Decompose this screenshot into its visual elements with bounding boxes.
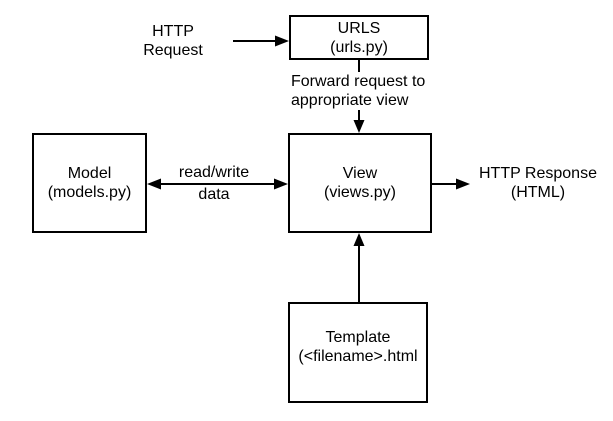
- http-response-label-line1: HTTP Response: [479, 165, 597, 182]
- model-box: Model (models.py): [32, 133, 147, 233]
- view-subtitle: (views.py): [323, 184, 396, 201]
- view-to-response-arrow: [432, 178, 470, 190]
- http-response-label: HTTP Response (HTML): [477, 164, 599, 202]
- template-subtitle: (<filename>.html: [298, 347, 418, 365]
- urls-subtitle: (urls.py): [330, 38, 388, 56]
- read-write-label-line2: data: [198, 186, 230, 203]
- model-view-arrowhead-left: [147, 178, 161, 190]
- http-request-arrowhead: [275, 35, 289, 47]
- forward-request-label: Forward request to appropriate view: [291, 72, 430, 110]
- template-to-view-arrowhead: [353, 233, 365, 246]
- model-subtitle: (models.py): [47, 184, 132, 201]
- view-title: View: [342, 165, 378, 182]
- urls-to-view-arrowhead: [353, 120, 365, 133]
- urls-box: URLS (urls.py): [289, 15, 429, 60]
- forward-request-label-line1: Forward request to: [291, 73, 426, 90]
- read-write-label-line1: read/write: [178, 164, 250, 181]
- http-request-label-line2: Request: [143, 42, 203, 59]
- read-write-label: read/write data: [164, 163, 264, 204]
- http-request-arrow: [233, 35, 289, 47]
- forward-request-label-line2: appropriate view: [291, 92, 409, 109]
- template-title: Template: [325, 328, 391, 346]
- urls-title: URLS: [337, 19, 381, 37]
- view-to-response-arrowhead: [456, 178, 470, 190]
- model-view-arrowhead-right: [274, 178, 288, 190]
- template-to-view-arrow: [353, 233, 365, 302]
- model-view-arrow: [147, 178, 288, 190]
- view-box: View (views.py): [288, 133, 432, 233]
- template-box: Template (<filename>.html: [288, 302, 428, 403]
- model-title: Model: [67, 165, 112, 182]
- http-response-label-line2: (HTML): [510, 184, 566, 201]
- http-request-label: HTTP Request: [123, 22, 223, 60]
- http-request-label-line1: HTTP: [152, 23, 194, 40]
